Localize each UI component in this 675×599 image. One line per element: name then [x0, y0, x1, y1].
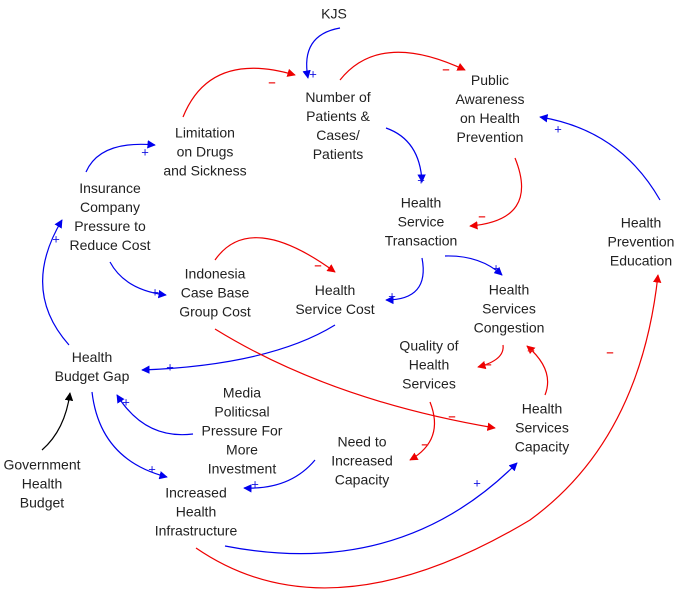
polarity-negative-limitation-to-patients: –: [268, 74, 276, 90]
link-transaction-to-service_cost: [385, 257, 424, 305]
polarity-positive-patients-to-transaction: +: [417, 172, 425, 188]
link-inacbg-to-service_cost: [214, 237, 336, 273]
node-need-to-increased-capacity: Need to Increased Capacity: [331, 433, 393, 488]
polarity-negative-inacbg-to-capacity: –: [448, 408, 456, 424]
link-need_capacity-to-infrastructure: [243, 459, 316, 493]
link-budget_gap-to-infrastructure: [91, 391, 168, 480]
polarity-negative-awareness-to-transaction: –: [478, 208, 486, 224]
link-capacity-to-congestion: [526, 345, 549, 396]
link-congestion-to-quality: [477, 344, 504, 370]
link-prevention_edu-to-awareness: [539, 114, 661, 201]
link-gov_budget-to-budget_gap: [41, 392, 74, 451]
node-number-of-patients: Number of Patients & Cases/ Patients: [305, 89, 371, 162]
node-media-political-pressure: Media Politicsal Pressure For More Inves…: [201, 384, 283, 477]
node-insurance-pressure: Insurance Company Pressure to Reduce Cos…: [69, 180, 151, 253]
polarity-negative-quality-to-need_capacity: –: [421, 436, 429, 452]
node-health-service-cost: Health Service Cost: [295, 282, 375, 317]
polarity-negative-infrastructure-to-prevention_edu: –: [606, 344, 614, 360]
node-health-service-transaction: Health Service Transaction: [384, 194, 458, 249]
node-limitation-on-drugs: Limitation on Drugs and Sickness: [163, 124, 247, 179]
link-service_cost-to-budget_gap: [141, 324, 336, 374]
node-health-services-congestion: Health Services Congestion: [473, 281, 545, 336]
polarity-negative-inacbg-to-service_cost: –: [314, 257, 322, 273]
polarity-positive-insurance-to-inacbg: +: [151, 284, 159, 300]
link-inacbg-to-capacity: [214, 328, 496, 431]
polarity-positive-insurance-to-limitation: +: [141, 144, 149, 160]
link-infrastructure-to-prevention_edu: [195, 274, 662, 589]
polarity-positive-kjs-to-patients: +: [309, 66, 317, 82]
link-quality-to-need_capacity: [409, 401, 436, 461]
link-insurance-to-limitation: [85, 140, 156, 173]
link-awareness-to-transaction: [469, 157, 523, 230]
link-media-to-budget_gap: [116, 394, 194, 436]
link-infrastructure-to-capacity: [224, 462, 518, 555]
node-health-budget-gap: Health Budget Gap: [54, 349, 130, 384]
link-limitation-to-patients: [182, 67, 296, 118]
node-increased-health-infrastructure: Increased Health Infrastructure: [154, 484, 238, 539]
polarity-positive-need_capacity-to-infrastructure: +: [251, 476, 259, 492]
polarity-positive-prevention_edu-to-awareness: +: [554, 121, 562, 137]
node-quality-of-health-services: Quality of Health Services: [399, 337, 459, 392]
node-public-awareness: Public Awareness on Health Prevention: [455, 72, 525, 145]
node-kjs: KJS: [321, 5, 347, 22]
polarity-positive-service_cost-to-budget_gap: +: [166, 359, 174, 375]
node-indonesia-case-base: Indonesia Case Base Group Cost: [179, 265, 251, 320]
link-patients-to-awareness: [339, 51, 466, 81]
link-transaction-to-congestion: [444, 255, 503, 276]
node-health-services-capacity: Health Services Capacity: [514, 400, 570, 455]
polarity-positive-media-to-budget_gap: +: [122, 394, 130, 410]
polarity-positive-transaction-to-congestion: +: [492, 260, 500, 276]
polarity-positive-transaction-to-service_cost: +: [388, 288, 396, 304]
link-insurance-to-inacbg: [109, 261, 167, 299]
polarity-positive-infrastructure-to-capacity: +: [473, 475, 481, 491]
polarity-negative-capacity-to-congestion: –: [527, 342, 535, 358]
node-health-prevention-education: Health Prevention Education: [607, 214, 675, 269]
polarity-negative-congestion-to-quality: –: [484, 356, 492, 372]
node-government-health-budget: Government Health Budget: [3, 456, 81, 511]
polarity-positive-budget_gap-to-insurance: +: [52, 231, 60, 247]
polarity-positive-budget_gap-to-infrastructure: +: [148, 461, 156, 477]
link-patients-to-transaction: [385, 127, 426, 183]
link-budget_gap-to-insurance: [42, 219, 70, 346]
polarity-negative-patients-to-awareness: –: [442, 61, 450, 77]
link-kjs-to-patients: [302, 27, 341, 79]
